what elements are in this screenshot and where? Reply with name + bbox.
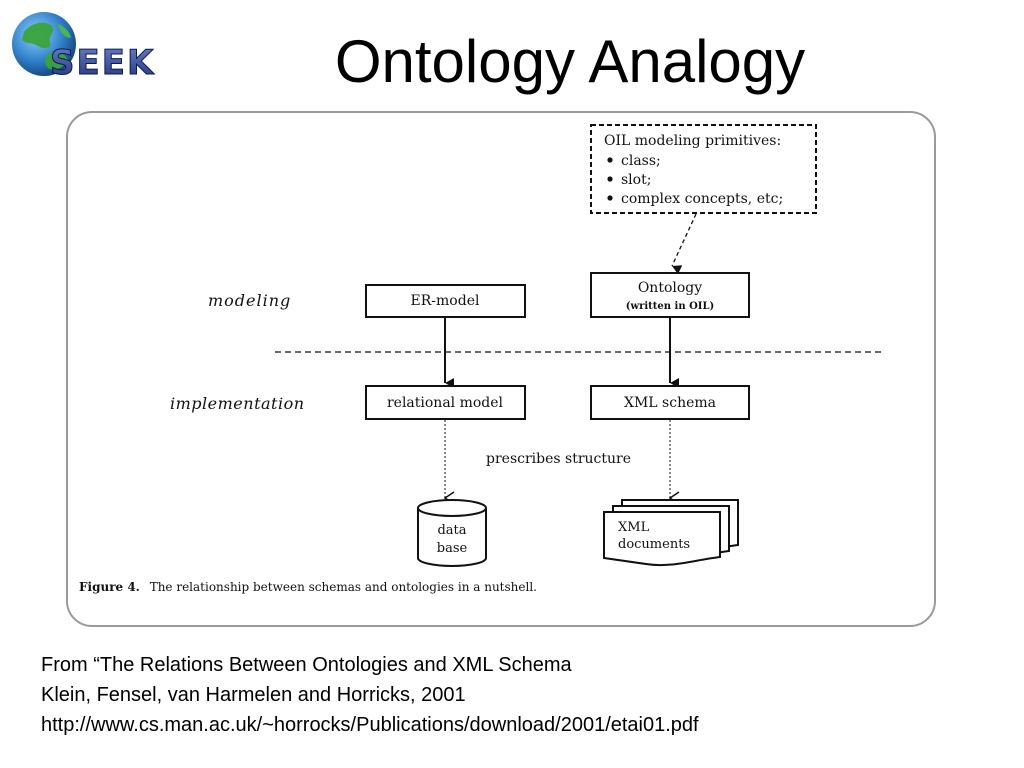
oil-item-slot: slot; bbox=[621, 172, 651, 188]
citation-line-authors: Klein, Fensel, van Harmelen and Horricks… bbox=[41, 684, 466, 706]
bullet-dot bbox=[607, 195, 613, 201]
globe-icon bbox=[12, 12, 76, 76]
relational-model-box: relational model bbox=[365, 385, 526, 420]
database-label-line1: data bbox=[437, 523, 466, 538]
ontology-sublabel: (written in OIL) bbox=[626, 301, 714, 312]
bullet-dot bbox=[607, 176, 613, 182]
figure-caption-text: The relationship between schemas and ont… bbox=[150, 580, 537, 594]
citation-line-url: http://www.cs.man.ac.uk/~horrocks/Public… bbox=[41, 714, 699, 736]
oil-item-complex: complex concepts, etc; bbox=[621, 191, 783, 207]
prescribes-structure-label: prescribes structure bbox=[486, 451, 631, 467]
oil-item-class: class; bbox=[621, 153, 661, 169]
xml-documents-label-line1: XML bbox=[618, 520, 650, 535]
xml-schema-box: XML schema bbox=[590, 385, 750, 420]
citation-line-source: From “The Relations Between Ontologies a… bbox=[41, 654, 572, 676]
ontology-box: Ontology (written in OIL) bbox=[590, 272, 750, 318]
citation-block: From “The Relations Between Ontologies a… bbox=[41, 650, 1001, 740]
logo-text: SEEK bbox=[50, 43, 155, 82]
er-model-label: ER-model bbox=[411, 293, 480, 309]
layer-label-implementation: implementation bbox=[170, 394, 305, 413]
slide-title: Ontology Analogy bbox=[334, 28, 806, 95]
figure-caption-label: Figure 4. bbox=[79, 580, 140, 594]
figure-caption: Figure 4. The relationship between schem… bbox=[79, 580, 537, 594]
oil-primitives-box: OIL modeling primitives: class; slot; co… bbox=[590, 124, 817, 214]
ontology-label: Ontology bbox=[638, 280, 702, 296]
bullet-dot bbox=[607, 157, 613, 163]
oil-box-title: OIL modeling primitives: bbox=[604, 133, 781, 149]
seek-logo: SEEK bbox=[12, 12, 155, 82]
layer-label-modeling: modeling bbox=[208, 291, 291, 310]
oil-to-ontology-arrow bbox=[671, 213, 697, 275]
database-label-line2: base bbox=[437, 541, 468, 556]
xml-documents-label-line2: documents bbox=[618, 537, 690, 552]
relational-model-label: relational model bbox=[387, 395, 504, 411]
xml-schema-label: XML schema bbox=[624, 395, 716, 411]
xml-documents-stack-icon: XML documents bbox=[603, 499, 739, 567]
er-model-box: ER-model bbox=[365, 284, 526, 318]
database-cylinder-icon: data base bbox=[417, 499, 487, 567]
